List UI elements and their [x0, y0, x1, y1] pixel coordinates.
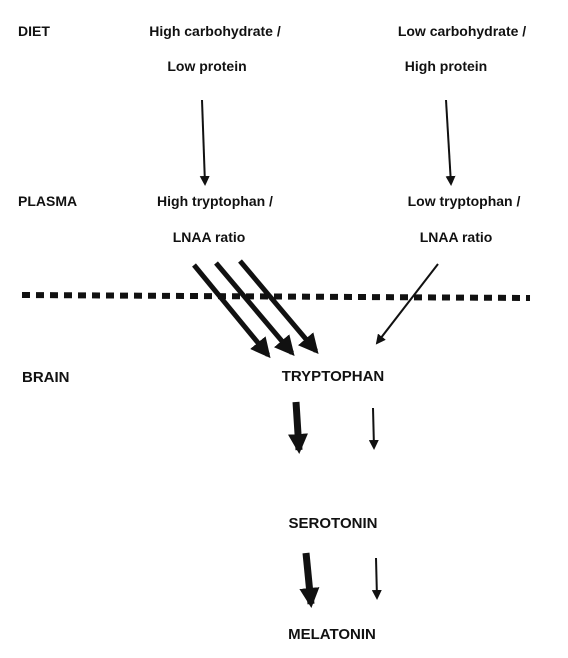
blood-brain-barrier-line [21, 292, 531, 301]
plasma-right-line2: LNAA ratio [419, 229, 493, 245]
diet-left-line2: Low protein [167, 58, 247, 74]
arrow-ser-to-mel-thin [371, 557, 382, 600]
row-label-diet: DIET [18, 23, 50, 39]
arrow-diet-to-plasma-right [445, 99, 456, 186]
node-tryptophan: TRYPTOPHAN [281, 368, 385, 385]
diet-right-line2: High protein [404, 58, 488, 74]
arrow-trp-to-ser-thin [368, 407, 379, 450]
arrow-ser-to-mel-thick [299, 552, 320, 608]
arrow-high-trp-3 [238, 259, 319, 355]
plasma-right-line1: Low tryptophan / [407, 193, 521, 209]
diet-left-line1: High carbohydrate / [149, 23, 281, 39]
row-label-brain: BRAIN [22, 369, 70, 386]
arrow-trp-to-ser-thick [288, 401, 308, 454]
plasma-left-line1: High tryptophan / [157, 193, 273, 209]
node-melatonin: MELATONIN [288, 626, 376, 643]
row-label-plasma: PLASMA [18, 193, 78, 209]
arrow-low-trp [375, 263, 439, 345]
arrow-high-trp-1 [192, 263, 271, 359]
diet-right-line1: Low carbohydrate / [397, 23, 527, 39]
plasma-left-line2: LNAA ratio [172, 229, 246, 245]
arrow-diet-to-plasma-left [199, 99, 210, 186]
arrow-high-trp-2 [214, 261, 295, 357]
node-serotonin: SEROTONIN [288, 515, 378, 532]
